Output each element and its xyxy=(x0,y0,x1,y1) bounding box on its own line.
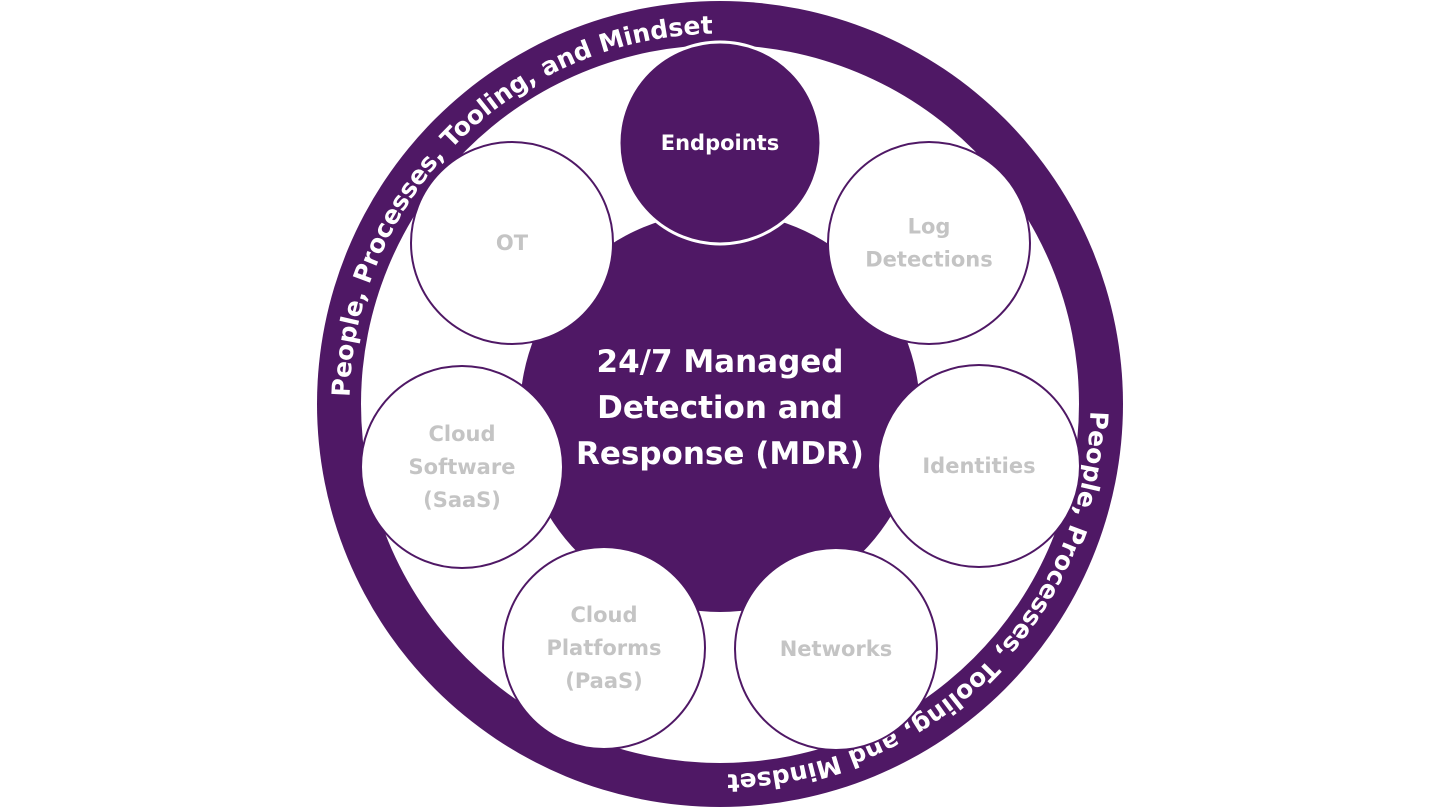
node-label-cloud-platforms: Platforms xyxy=(546,636,661,660)
center-label-line: 24/7 Managed xyxy=(597,344,844,380)
node-label-ot: OT xyxy=(496,231,529,255)
node-label-cloud-platforms: Cloud xyxy=(570,603,637,627)
node-circle-cloud-platforms xyxy=(502,546,706,750)
node-circle-cloud-software xyxy=(360,365,564,569)
node-circle-ot xyxy=(410,141,614,345)
node-identities: Identities xyxy=(877,364,1081,568)
node-circle-networks xyxy=(734,547,938,751)
center-label-line: Response (MDR) xyxy=(576,436,864,472)
node-endpoints: Endpoints xyxy=(617,40,823,246)
node-label-networks: Networks xyxy=(780,637,893,661)
node-circle-identities xyxy=(877,364,1081,568)
node-ot: OT xyxy=(410,141,614,345)
node-circle-log-detections xyxy=(827,141,1031,345)
center-label-line: Detection and xyxy=(597,390,843,426)
node-group: EndpointsLogDetectionsIdentitiesNetworks… xyxy=(360,40,1081,751)
node-label-log-detections: Detections xyxy=(865,248,993,272)
node-label-identities: Identities xyxy=(922,454,1035,478)
node-label-endpoints: Endpoints xyxy=(661,131,779,155)
node-label-log-detections: Log xyxy=(908,215,951,239)
node-label-cloud-software: Software xyxy=(409,455,516,479)
center-hub xyxy=(520,212,920,612)
node-label-cloud-software: Cloud xyxy=(428,422,495,446)
node-label-cloud-software: (SaaS) xyxy=(423,488,501,512)
node-networks: Networks xyxy=(734,547,938,751)
node-circle-endpoints xyxy=(617,40,823,246)
node-label-cloud-platforms: (PaaS) xyxy=(565,669,643,693)
